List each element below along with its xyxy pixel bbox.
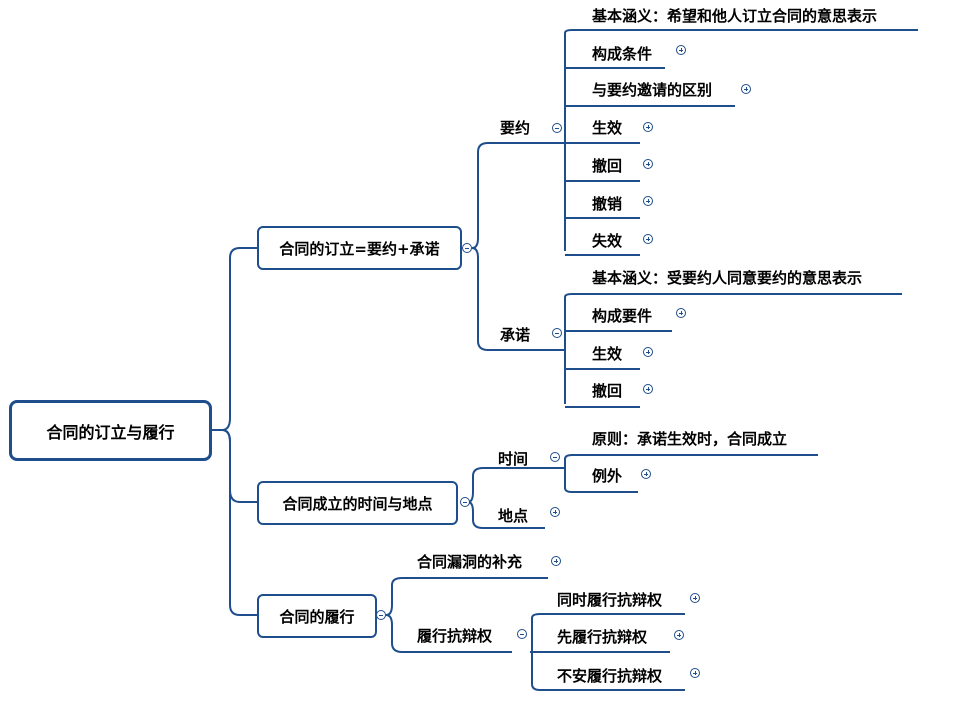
expand-icon[interactable] — [643, 384, 653, 394]
expand-icon[interactable] — [690, 668, 700, 678]
connector-root-b2 — [221, 429, 257, 503]
node-acceptance-definition[interactable]: 基本涵义：受要约人同意要约的意思表示 — [592, 269, 863, 287]
node-offer-definition[interactable]: 基本涵义：希望和他人订立合同的意思表示 — [592, 7, 878, 25]
collapse-icon[interactable] — [460, 497, 470, 507]
collapse-icon[interactable] — [552, 123, 562, 133]
expand-icon[interactable] — [641, 469, 651, 479]
node-acceptance-withdraw[interactable]: 撤回 — [592, 382, 623, 400]
node-gap-filling[interactable]: 合同漏洞的补充 — [417, 553, 523, 571]
node-insecurity-defense[interactable]: 不安履行抗辩权 — [557, 667, 663, 685]
node-time-rule[interactable]: 原则：承诺生效时，合同成立 — [592, 430, 788, 448]
node-time-exception[interactable]: 例外 — [592, 467, 623, 485]
expand-icon[interactable] — [643, 122, 653, 132]
node-offer-withdraw[interactable]: 撤回 — [592, 157, 623, 175]
expand-icon[interactable] — [643, 196, 653, 206]
collapse-icon[interactable] — [550, 452, 560, 462]
node-acceptance[interactable]: 承诺 — [500, 326, 531, 344]
node-simultaneous-defense[interactable]: 同时履行抗辩权 — [557, 591, 663, 609]
expand-icon[interactable] — [643, 159, 653, 169]
expand-icon[interactable] — [676, 45, 686, 55]
node-offer-conditions[interactable]: 构成条件 — [592, 45, 653, 63]
connector-b1-yaoyue — [471, 142, 557, 249]
connector-root-b1 — [212, 247, 257, 431]
expand-icon[interactable] — [551, 556, 561, 566]
connector-chengnuo-kids — [557, 293, 902, 351]
node-prior-defense[interactable]: 先履行抗辩权 — [557, 628, 648, 646]
connector-b2-didian — [467, 501, 545, 529]
expand-icon[interactable] — [674, 630, 684, 640]
collapse-icon[interactable] — [517, 629, 527, 639]
collapse-icon[interactable] — [462, 243, 472, 253]
branch-contract-formation[interactable]: 合同的订立=要约+承诺 — [257, 226, 462, 270]
connector-b3-kids — [385, 577, 548, 616]
expand-icon[interactable] — [643, 347, 653, 357]
root-node[interactable]: 合同的订立与履行 — [9, 400, 212, 461]
branch-performance[interactable]: 合同的履行 — [257, 594, 377, 638]
node-offer-revoke[interactable]: 撤销 — [592, 195, 623, 213]
collapse-icon[interactable] — [552, 328, 562, 338]
node-acceptance-requirements[interactable]: 构成要件 — [592, 307, 653, 325]
connector-root-b3 — [221, 429, 257, 616]
node-defense-rights[interactable]: 履行抗辩权 — [417, 627, 493, 645]
node-offer-lapse[interactable]: 失效 — [592, 232, 623, 250]
node-offer-effect[interactable]: 生效 — [592, 119, 623, 137]
node-place[interactable]: 地点 — [498, 507, 529, 525]
node-offer[interactable]: 要约 — [500, 119, 531, 137]
expand-icon[interactable] — [676, 308, 686, 318]
node-offer-vs-invitation[interactable]: 与要约邀请的区别 — [592, 81, 713, 99]
node-time[interactable]: 时间 — [498, 450, 529, 468]
collapse-icon[interactable] — [376, 610, 386, 620]
expand-icon[interactable] — [741, 84, 751, 94]
connector-yaoyue-kids — [557, 29, 918, 144]
expand-icon[interactable] — [550, 507, 560, 517]
expand-icon[interactable] — [643, 234, 653, 244]
connector-b1-chengnuo — [471, 247, 557, 351]
expand-icon[interactable] — [690, 593, 700, 603]
branch-time-place[interactable]: 合同成立的时间与地点 — [257, 481, 458, 525]
connector-b2-shijian — [467, 467, 550, 503]
node-acceptance-effect[interactable]: 生效 — [592, 345, 623, 363]
